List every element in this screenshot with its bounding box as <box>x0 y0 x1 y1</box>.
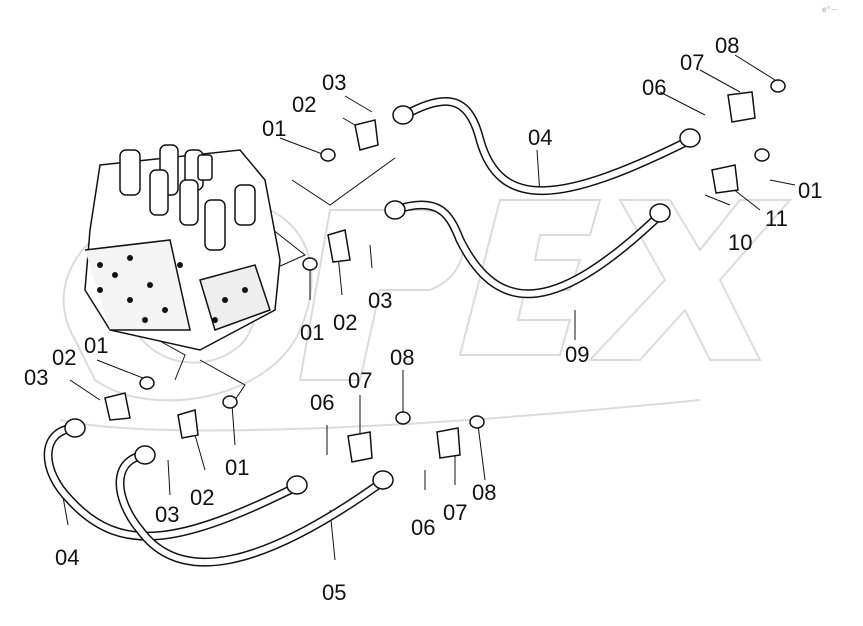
fittings <box>64 79 786 495</box>
callout-label: 01 <box>225 455 249 480</box>
callout-label: 06 <box>310 390 334 415</box>
hose-04-lower <box>43 423 303 541</box>
callout-label: 04 <box>55 545 79 570</box>
callout-label: 11 <box>765 206 788 231</box>
callout-label: 01 <box>300 320 324 345</box>
callout-label: 08 <box>390 345 414 370</box>
callout-label: 03 <box>368 288 392 313</box>
callout-label: 01 <box>84 333 108 358</box>
callout-label: 02 <box>52 345 76 370</box>
control-valve-block <box>84 144 281 351</box>
callout-label: 07 <box>443 500 467 525</box>
hose-05 <box>115 450 388 567</box>
callout-label: 07 <box>348 368 372 393</box>
callout-label: 05 <box>322 580 346 605</box>
callout-label: 01 <box>262 116 286 141</box>
callout-label: 08 <box>715 33 739 58</box>
hose-09 <box>393 200 664 299</box>
callout-label: 03 <box>322 70 346 95</box>
callout-label: 02 <box>292 92 316 117</box>
callout-label: 02 <box>190 485 214 510</box>
callout-label: 06 <box>411 515 435 540</box>
callout-label: 06 <box>642 75 666 100</box>
callout-label: 03 <box>155 502 179 527</box>
callout-label: 01 <box>798 178 822 203</box>
callout-label: 04 <box>528 125 552 150</box>
callout-label: 02 <box>333 310 357 335</box>
hose-04-upper <box>402 96 693 196</box>
callout-label: 09 <box>565 342 589 367</box>
callout-label: 03 <box>24 365 48 390</box>
callout-label: 08 <box>472 480 496 505</box>
callout-labels: 03 02 01 04 06 07 08 01 11 10 01 02 03 0… <box>24 33 822 605</box>
callout-label: 07 <box>680 50 704 75</box>
corner-mark: e° ─ <box>822 5 838 14</box>
callout-label: 10 <box>728 230 752 255</box>
